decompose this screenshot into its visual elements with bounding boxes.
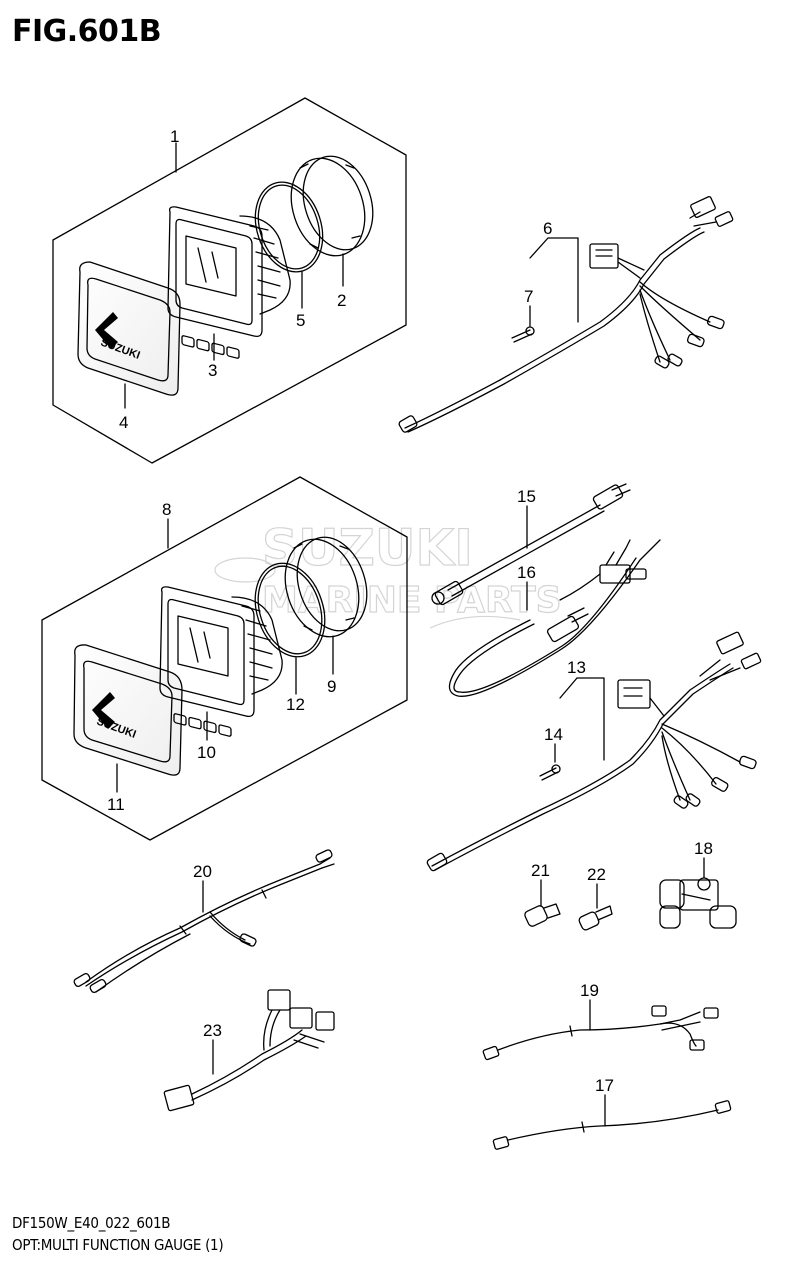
callout-20: 20 (193, 862, 212, 881)
callout-2: 2 (337, 291, 346, 310)
screw-7 (511, 326, 535, 343)
cable-16 (448, 539, 661, 697)
leader-13 (559, 677, 605, 761)
callout-7: 7 (524, 287, 533, 306)
callout-3: 3 (208, 361, 217, 380)
terminator-21 (524, 903, 561, 927)
callout-19: 19 (580, 981, 599, 1000)
bezel-cover-11: SUZUKI (73, 644, 183, 776)
callout-18: 18 (694, 839, 713, 858)
o-ring-12 (254, 562, 326, 658)
callout-12: 12 (286, 695, 305, 714)
callout-4: 4 (119, 413, 128, 432)
gauge-10 (159, 586, 283, 737)
callout-17: 17 (595, 1076, 614, 1095)
callout-23: 23 (203, 1021, 222, 1040)
bezel-cover-4: SUZUKI (77, 261, 181, 396)
cable-17 (492, 1100, 732, 1150)
callout-13: 13 (567, 658, 586, 677)
cable-15 (431, 483, 631, 606)
watermark-line2: MARINE PARTS (262, 580, 562, 621)
terminator-22 (578, 905, 613, 931)
harness-6 (398, 196, 734, 433)
gauge-3 (167, 206, 291, 359)
figure-title: FIG.601B (12, 14, 162, 49)
kit-box-1 (52, 97, 407, 464)
callout-22: 22 (587, 865, 606, 884)
callout-labels: 1 2 3 4 5 6 7 8 9 10 11 12 13 14 15 16 1… (107, 127, 713, 1095)
harness-13 (426, 631, 762, 872)
kit-box-2 (41, 476, 408, 841)
screw-14 (539, 764, 561, 781)
harness-23 (163, 989, 335, 1112)
callout-15: 15 (517, 487, 536, 506)
callout-8: 8 (162, 500, 171, 519)
cable-19 (482, 1005, 719, 1061)
footer-description: OPT:MULTI FUNCTION GAUGE (1) (12, 1236, 224, 1254)
callout-9: 9 (327, 677, 336, 696)
callout-1: 1 (170, 127, 179, 146)
footer-model-code: DF150W_E40_022_601B (12, 1214, 171, 1232)
leader-6 (529, 237, 579, 323)
callout-16: 16 (517, 563, 536, 582)
nut-9 (284, 536, 368, 638)
callout-14: 14 (544, 725, 563, 744)
o-ring-5 (254, 181, 324, 273)
callout-5: 5 (296, 311, 305, 330)
tee-connector-18 (659, 877, 737, 929)
callout-11: 11 (107, 795, 125, 814)
callout-21: 21 (531, 861, 550, 880)
callout-10: 10 (197, 743, 216, 762)
harness-20 (73, 849, 335, 994)
nut-2 (290, 155, 374, 257)
callout-6: 6 (543, 219, 552, 238)
